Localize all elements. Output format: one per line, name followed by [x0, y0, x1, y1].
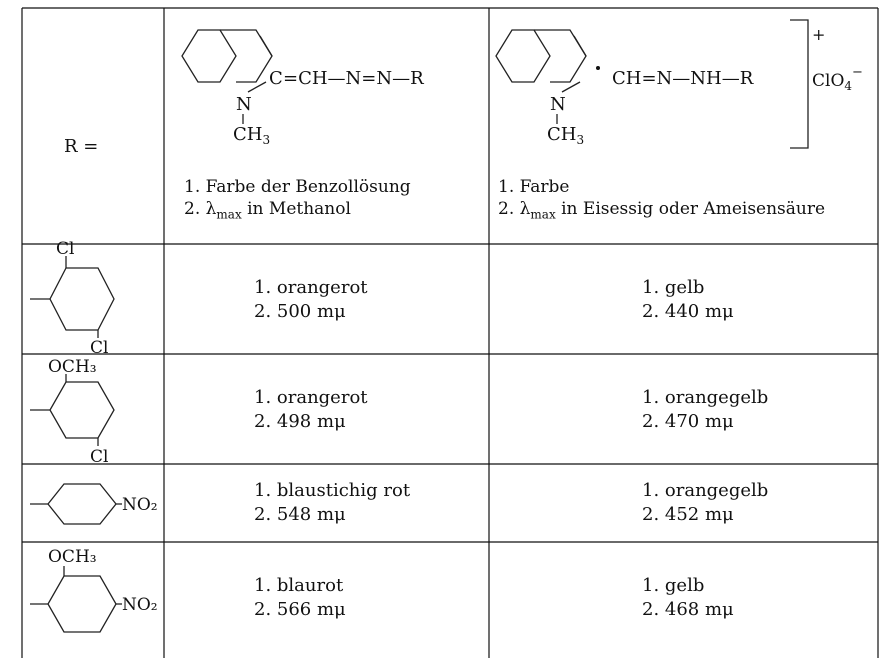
ring-row-4: OCH₃ NO₂ — [30, 547, 158, 633]
substituent-top-4: OCH₃ — [48, 547, 97, 567]
hydrazone-chain-label: CH=N—NH—R — [612, 68, 754, 89]
azo-chain-label: =CH—N=N—R — [283, 68, 424, 89]
perchlorate-anion: ClO4− — [812, 65, 863, 93]
table-grid — [21, 7, 879, 658]
r-equals-label: R = — [64, 136, 99, 157]
substituent-top-1: Cl — [56, 239, 74, 259]
structure-free-base: C =CH—N=N—R N CH3 — [181, 29, 424, 147]
structure-perchlorate-salt: CH=N—NH—R N CH3 + ClO4− — [495, 19, 863, 149]
ring-row-1: Cl Cl — [30, 239, 115, 358]
substituent-bottom-1: Cl — [90, 338, 108, 358]
substituent-bottom-2: Cl — [90, 447, 108, 467]
methyl-label-2: CH3 — [547, 124, 584, 147]
methyl-label: CH3 — [233, 124, 270, 147]
col2-header-line1: 1. Farbe — [498, 177, 570, 197]
ring-row-2: OCH₃ Cl — [30, 357, 115, 467]
n-atom-label-2: N — [550, 94, 566, 115]
ring-row-3: NO₂ — [30, 483, 158, 525]
col1-header-line1: 1. Farbe der Benzollösung — [184, 177, 411, 197]
substituent-top-2: OCH₃ — [48, 357, 97, 377]
substituent-right-4: NO₂ — [122, 595, 158, 615]
c-atom-label: C — [269, 68, 283, 89]
col2-header-line2: 2. λmax in Eisessig oder Ameisensäure — [498, 199, 826, 222]
n-atom-label: N — [236, 94, 252, 115]
substituent-right-3: NO₂ — [122, 495, 158, 515]
col1-header-line2: 2. λmax in Methanol — [184, 199, 351, 222]
col1-header: 1. Farbe der Benzollösung 2. λmax in Met… — [184, 176, 411, 225]
charge-plus: + — [812, 25, 825, 44]
col2-header: 1. Farbe 2. λmax in Eisessig oder Ameise… — [498, 176, 825, 225]
